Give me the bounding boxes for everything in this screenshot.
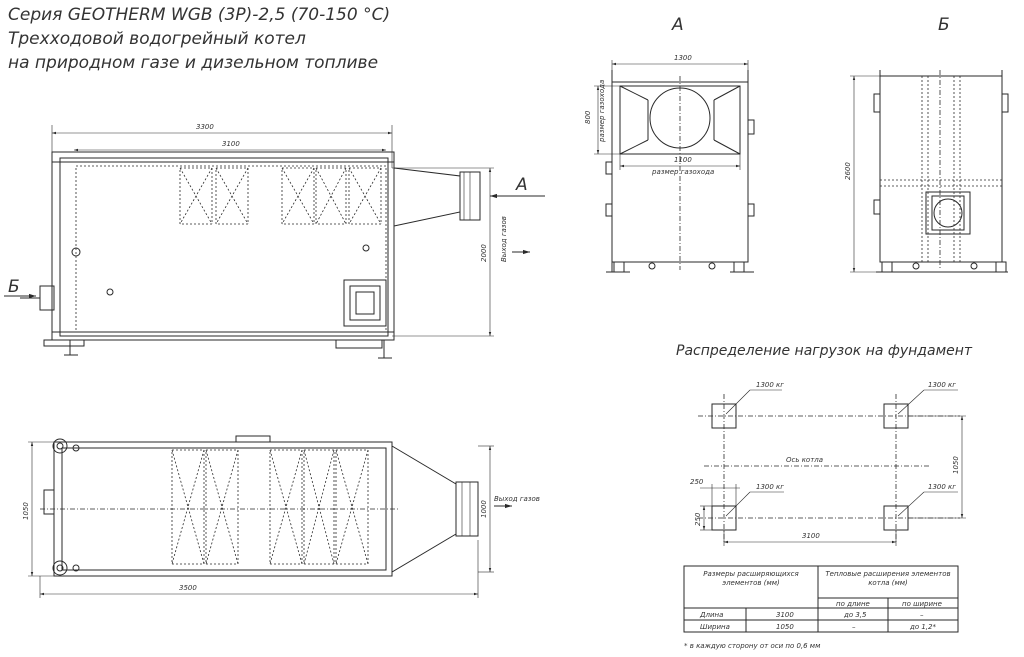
top-dim-length: 3500 [179, 584, 197, 592]
load-bottom-right: 1300 кг [928, 483, 956, 491]
view-a-label: А [671, 15, 684, 35]
foundation-dim-length: 3100 [802, 532, 820, 540]
view-a: А 1300 800 размер газохода 1100 размер г… [584, 15, 755, 273]
table-footnote: * в каждую сторону от оси по 0,6 мм [684, 642, 821, 650]
table-row-by-length: до 3,5 [843, 611, 867, 619]
view-a-flue-width-caption: размер газохода [651, 168, 714, 176]
load-bottom-left: 1300 кг [756, 483, 784, 491]
foundation-pad-b: 250 [694, 512, 702, 526]
load-top-left: 1300 кг [756, 381, 784, 389]
table-row-size: 1050 [776, 623, 794, 631]
table-row-by-length: – [852, 623, 856, 631]
view-a-flue-height-caption: размер газохода [598, 80, 606, 143]
table-row-by-width: – [920, 611, 924, 619]
view-a-dim-width: 1300 [674, 54, 692, 62]
table-row: Ширина 1050 – до 1,2* [700, 623, 936, 631]
side-dim-height: 2000 [480, 244, 488, 262]
table-row-name: Ширина [700, 623, 730, 631]
side-gas-outlet-label: Выход газов [500, 216, 508, 262]
table-header-expansion: Тепловые расширения элементов котла (мм) [825, 570, 951, 587]
side-view-a-arrow-label: А [515, 175, 528, 195]
title-line-2: Трехходовой водогрейный котел [8, 29, 306, 49]
expansion-table: Размеры расширяющихся элементов (мм) Теп… [683, 565, 959, 650]
foundation-axis-label: Ось котла [786, 456, 823, 464]
top-panels [171, 449, 369, 565]
foundation-dim-width: 1050 [952, 456, 960, 474]
side-dim-inner: 3100 [222, 140, 240, 148]
foundation-pad-a: 250 [690, 478, 704, 486]
view-a-dim-flue-width: 1100 [674, 156, 692, 164]
view-b-dim-height: 2600 [844, 162, 852, 180]
side-dim-overall: 3300 [196, 123, 214, 131]
top-dim-width: 1050 [22, 502, 30, 520]
top-gas-outlet-label: Выход газов [494, 495, 540, 503]
table-row-by-width: до 1,2* [909, 623, 936, 631]
side-view: 3300 3100 [4, 123, 545, 359]
view-a-dim-flue-height: 800 [584, 110, 592, 124]
title-line-1: Серия GEOTHERM WGB (3P)-2,5 (70-150 °C) [8, 5, 390, 25]
side-panels [179, 167, 382, 225]
view-b-label: Б [938, 15, 950, 35]
table-sub-width: по ширине [902, 600, 942, 608]
table-sub-length: по длине [836, 600, 870, 608]
table-row-name: Длина [699, 611, 723, 619]
view-b: Б 2600 [844, 15, 1009, 273]
top-view: 3500 1050 1000 Выход газов [22, 435, 540, 598]
top-dim-outlet: 1000 [480, 500, 488, 518]
foundation-heading: Распределение нагрузок на фундамент [676, 343, 973, 359]
table-header-sizes: Размеры расширяющихся элементов (мм) [703, 570, 799, 587]
side-view-b-arrow-label: Б [8, 277, 20, 297]
drawing-title: Серия GEOTHERM WGB (3P)-2,5 (70-150 °C) … [8, 5, 390, 73]
foundation-loads: Распределение нагрузок на фундамент Ось … [676, 343, 973, 546]
title-line-3: на природном газе и дизельном топливе [8, 53, 378, 73]
load-top-right: 1300 кг [928, 381, 956, 389]
table-row: Длина 3100 до 3,5 – [699, 611, 924, 619]
table-row-size: 3100 [776, 611, 794, 619]
